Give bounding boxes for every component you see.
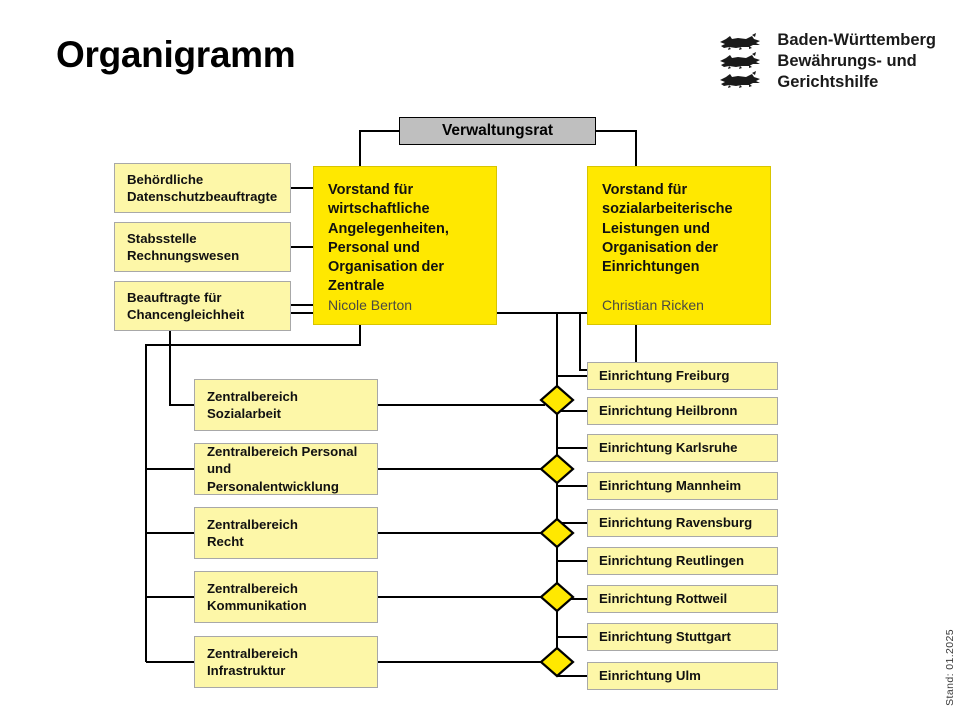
diamond-marker-2 bbox=[539, 453, 575, 485]
node-einrichtung-heilbronn[interactable]: Einrichtung Heilbronn bbox=[587, 397, 778, 425]
node-vorstand-sozial-label: Vorstand für sozialarbeiterische Leistun… bbox=[602, 182, 733, 276]
diamond-marker-4 bbox=[539, 581, 575, 613]
node-verwaltungsrat[interactable]: Verwaltungsrat bbox=[399, 117, 596, 145]
wire-council-to-board-right bbox=[596, 129, 638, 166]
wire-board-left-to-spine bbox=[144, 325, 362, 662]
node-einrichtung-freiburg-label: Einrichtung Freiburg bbox=[599, 368, 730, 384]
node-einrichtung-stuttgart-label: Einrichtung Stuttgart bbox=[599, 629, 731, 645]
node-einrichtung-mannheim[interactable]: Einrichtung Mannheim bbox=[587, 472, 778, 500]
node-einrichtung-karlsruhe-label: Einrichtung Karlsruhe bbox=[599, 440, 738, 456]
node-vorstand-wirtschaft-label: Vorstand für wirtschaftliche Angelegenhe… bbox=[328, 182, 449, 295]
node-einrichtung-ravensburg-label: Einrichtung Ravensburg bbox=[599, 515, 753, 531]
node-einrichtung-ulm[interactable]: Einrichtung Ulm bbox=[587, 662, 778, 690]
node-vorstand-wirtschaft-person: Nicole Berton bbox=[328, 297, 413, 314]
node-einrichtung-mannheim-label: Einrichtung Mannheim bbox=[599, 478, 742, 494]
node-einrichtung-heilbronn-label: Einrichtung Heilbronn bbox=[599, 403, 738, 419]
node-einrichtung-reutlingen[interactable]: Einrichtung Reutlingen bbox=[587, 547, 778, 575]
wire-board-right-to-facility-spine bbox=[555, 311, 587, 378]
node-einrichtung-stuttgart[interactable]: Einrichtung Stuttgart bbox=[587, 623, 778, 651]
date-stamp: Stand: 01.2025 bbox=[944, 629, 956, 706]
diamond-marker-3 bbox=[539, 517, 575, 549]
logo-line-1: Baden-Württemberg bbox=[777, 31, 936, 49]
node-einrichtung-freiburg[interactable]: Einrichtung Freiburg bbox=[587, 362, 778, 390]
node-vorstand-sozial[interactable]: Vorstand für sozialarbeiterische Leistun… bbox=[587, 166, 771, 325]
diamond-marker-1 bbox=[539, 384, 575, 416]
node-verwaltungsrat-label: Verwaltungsrat bbox=[441, 122, 554, 139]
node-einrichtung-rottweil[interactable]: Einrichtung Rottweil bbox=[587, 585, 778, 613]
node-einrichtung-rottweil-label: Einrichtung Rottweil bbox=[599, 591, 728, 607]
page-title: Organigramm bbox=[56, 34, 296, 75]
logo-text-block: Baden-Württemberg Bewährungs- und Gerich… bbox=[777, 30, 936, 93]
node-vorstand-wirtschaft[interactable]: Vorstand für wirtschaftliche Angelegenhe… bbox=[313, 166, 497, 325]
logo-line-3: Gerichtshilfe bbox=[777, 73, 879, 92]
node-einrichtung-karlsruhe[interactable]: Einrichtung Karlsruhe bbox=[587, 434, 778, 462]
diamond-marker-5 bbox=[539, 646, 575, 678]
baden-wuerttemberg-lions-icon bbox=[720, 33, 761, 88]
node-einrichtung-ulm-label: Einrichtung Ulm bbox=[599, 668, 701, 684]
node-einrichtung-reutlingen-label: Einrichtung Reutlingen bbox=[599, 553, 745, 569]
node-einrichtung-ravensburg[interactable]: Einrichtung Ravensburg bbox=[587, 509, 778, 537]
logo-line-2: Bewährungs- und bbox=[777, 52, 917, 71]
brand-logo: Baden-Württemberg Bewährungs- und Gerich… bbox=[716, 30, 936, 93]
node-vorstand-sozial-person: Christian Ricken bbox=[602, 297, 704, 314]
wire-council-to-board-left bbox=[358, 129, 399, 166]
